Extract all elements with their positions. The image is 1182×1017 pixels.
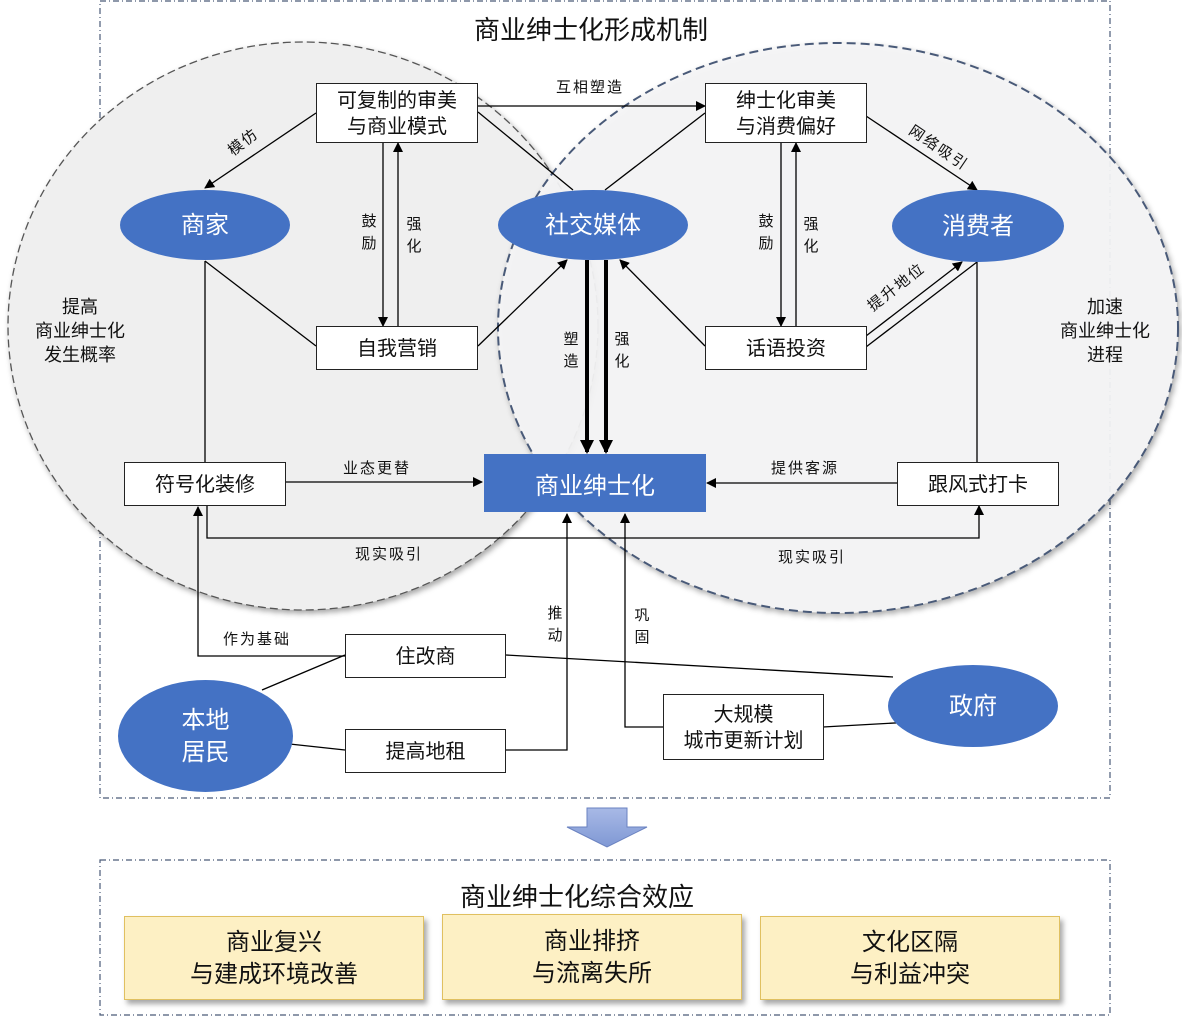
node-trend-checkin[interactable]: 跟风式打卡 (897, 462, 1059, 506)
node-replicable-aesthetics[interactable]: 可复制的审美 与商业模式 (316, 83, 478, 143)
edge-residential-government (505, 654, 894, 678)
label-reinforce-right: 强化 (803, 215, 819, 255)
actor-merchants[interactable]: 商家 (120, 190, 290, 260)
node-self-marketing[interactable]: 自我营销 (316, 326, 478, 370)
label-reality-attraction-right: 现实吸引 (778, 548, 847, 566)
actor-government[interactable]: 政府 (888, 665, 1058, 747)
label-encourage-left: 鼓励 (361, 212, 377, 252)
label-reinforce-left: 强化 (406, 215, 422, 255)
core-commercial-gentrification[interactable]: 商业绅士化 (484, 454, 706, 512)
actor-social-media[interactable]: 社交媒体 (498, 190, 688, 260)
node-residential-to-commercial[interactable]: 住改商 (345, 634, 506, 678)
label-provide-customers: 提供客源 (771, 459, 840, 477)
edge-residents-residential (261, 654, 346, 691)
edge-reality-attraction (206, 505, 984, 539)
edge-consumers-discourse (865, 261, 978, 348)
edge-imitate (204, 112, 317, 189)
mechanism-title: 商业绅士化形成机制 (474, 16, 709, 46)
effects-title: 商业绅士化综合效应 (460, 883, 695, 913)
label-promote: 推动 (547, 604, 563, 644)
effect-item: 商业复兴 与建成环境改善 (124, 916, 424, 1000)
edge-raise-status (865, 261, 963, 337)
actor-consumers[interactable]: 消费者 (892, 190, 1064, 262)
label-as-foundation: 作为基础 (223, 630, 292, 648)
effect-item: 文化区隔 与利益冲突 (760, 916, 1060, 1000)
label-reinforce-center: 强化 (614, 330, 630, 370)
node-urban-renewal[interactable]: 大规模 城市更新计划 (663, 694, 824, 760)
label-encourage-right: 鼓励 (758, 212, 774, 252)
edge-network-attraction (865, 115, 978, 191)
down-arrow-icon (566, 807, 648, 848)
edge-gentrified-social (604, 112, 706, 191)
node-discourse-investment[interactable]: 话语投资 (705, 326, 867, 370)
actor-local-residents[interactable]: 本地 居民 (118, 680, 293, 792)
effect-item: 商业排挤 与流离失所 (442, 914, 742, 1000)
edge-discourse-social (619, 259, 706, 347)
right-region-label: 加速 商业绅士化 进程 (1060, 297, 1150, 366)
connector-lines: #d{} (193, 101, 984, 751)
edge-merchants-selfmarketing (204, 260, 317, 347)
edge-selfmarketing-social (477, 259, 568, 347)
node-raise-rent[interactable]: 提高地租 (345, 729, 506, 773)
label-mutual-shaping: 互相塑造 (556, 78, 625, 96)
label-shape: 塑造 (563, 330, 579, 370)
edge-as-foundation (193, 506, 345, 657)
label-consolidate: 巩固 (634, 606, 650, 646)
effects-frame (99, 859, 1111, 1016)
label-reality-attraction-left: 现实吸引 (355, 545, 424, 563)
left-region-label: 提高 商业绅士化 发生概率 (35, 297, 125, 366)
label-format-replacement: 业态更替 (343, 459, 412, 477)
node-gentrified-aesthetics[interactable]: 绅士化审美 与消费偏好 (705, 83, 867, 143)
edge-promote (506, 513, 572, 751)
edge-consolidate (620, 513, 663, 728)
edge-replicable-social (477, 111, 574, 191)
node-symbolic-decoration[interactable]: 符号化装修 (124, 462, 286, 506)
